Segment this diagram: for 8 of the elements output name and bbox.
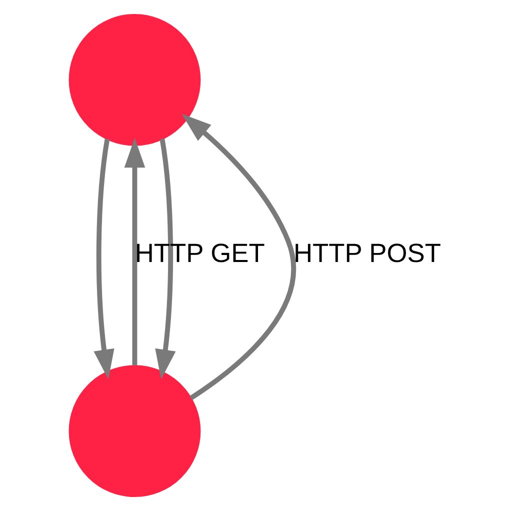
arrow [94, 138, 114, 380]
edge-label: HTTP POST [293, 238, 441, 268]
arrow [155, 138, 176, 380]
arrow [124, 138, 146, 366]
node-circle [68, 14, 201, 146]
node-circle [68, 365, 201, 498]
edge-label: HTTP GET [134, 238, 265, 268]
arrow [182, 114, 296, 400]
